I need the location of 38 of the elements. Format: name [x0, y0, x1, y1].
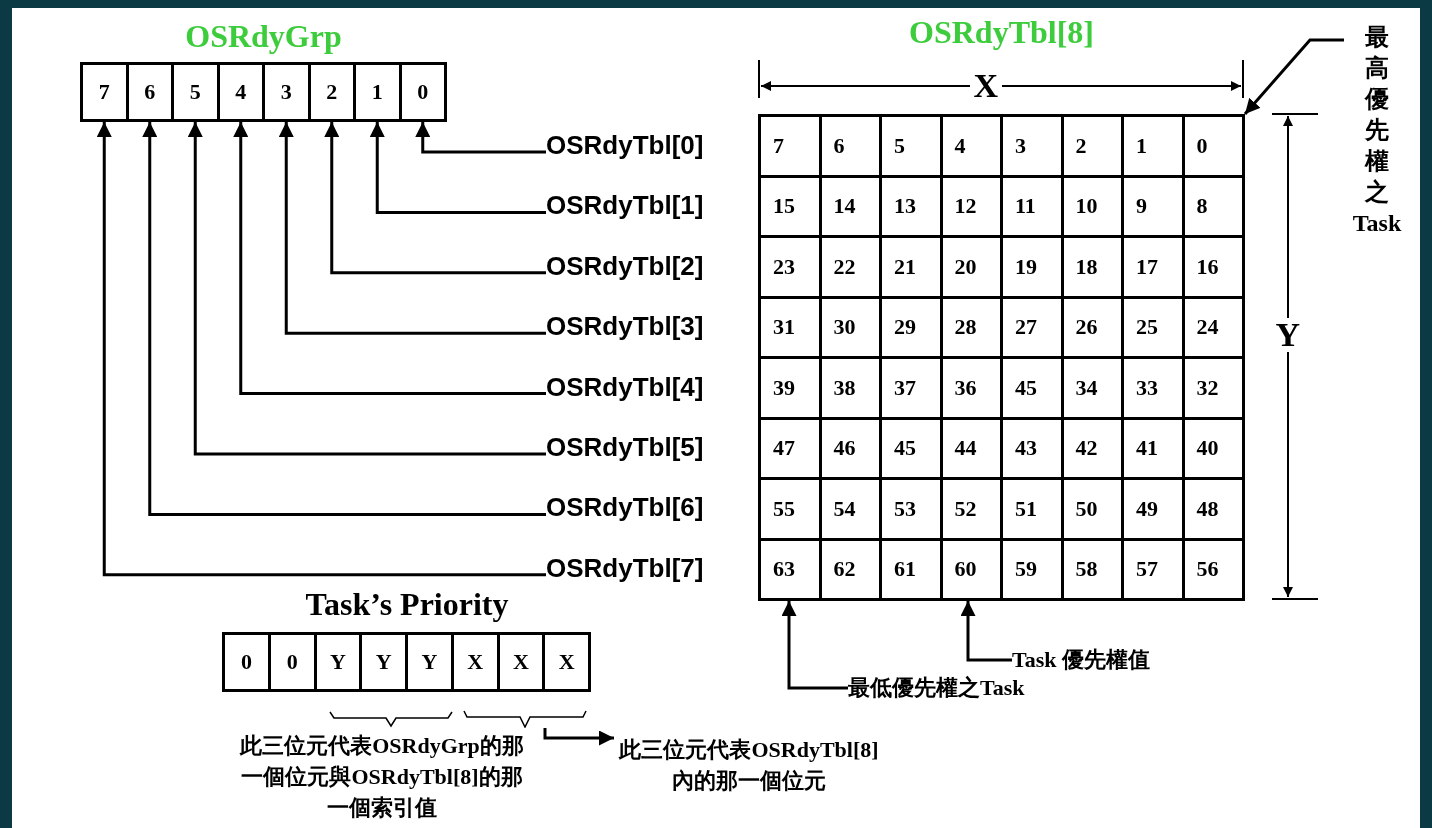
table-entry-label: OSRdyTbl[3] [546, 311, 740, 342]
brace [463, 710, 587, 728]
annotation-text: 最低優先權之Task [848, 674, 1070, 702]
table-entry-label: OSRdyTbl[1] [546, 190, 740, 221]
arrow [415, 122, 546, 154]
table-entry-label: OSRdyTbl[5] [546, 432, 740, 462]
bit-cell: Y [359, 632, 408, 692]
table-entry-label: OSRdyTbl[2] [546, 250, 740, 281]
table-entry-label: OSRdyTbl[7] [546, 552, 740, 583]
arrow [1243, 38, 1344, 115]
annotation-text: Task 優先權值 [1012, 646, 1190, 674]
arrow [96, 122, 546, 577]
bit-cell: 7 [80, 62, 129, 122]
arrow [142, 122, 546, 516]
table-cell: 7 [758, 114, 822, 178]
annotation-text: 此三位元代表OSRdyTbl[8]內的那一個位元 [614, 734, 884, 804]
arrow [233, 122, 546, 396]
table-entry-label: OSRdyTbl[6] [546, 492, 740, 523]
table-entry-label: OSRdyTbl[0] [546, 130, 740, 160]
bit-cell: 3 [262, 62, 311, 122]
annotation-text: 最高優先權之Task [1344, 22, 1410, 244]
arrow [781, 601, 848, 690]
arrow [543, 728, 614, 746]
register-title: Task’s Priority [304, 585, 510, 624]
bit-cell: Y [405, 632, 454, 692]
arrow [278, 122, 546, 335]
bit-cell: 1 [353, 62, 402, 122]
bit-cell: 5 [171, 62, 220, 122]
bit-cell: 0 [222, 632, 271, 692]
arrow [369, 122, 546, 214]
annotation-text: 此三位元代表OSRdyGrp的那一個位元與OSRdyTbl[8]的那一個索引值 [232, 730, 532, 826]
bit-cell: X [542, 632, 591, 692]
table-entry-label: OSRdyTbl[4] [546, 371, 740, 402]
table-title: OSRdyTbl[8] [908, 13, 1095, 52]
register-title: OSRdyGrp [184, 17, 343, 56]
arrow [187, 122, 546, 456]
arrow [324, 122, 546, 275]
arrow [960, 601, 1012, 662]
